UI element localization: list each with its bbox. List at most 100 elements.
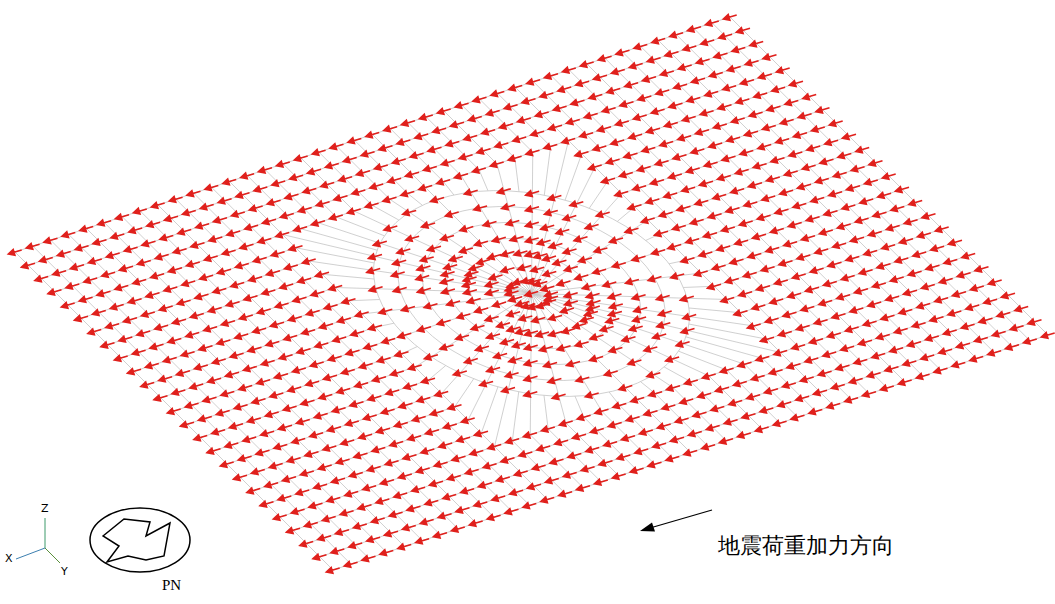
mesh-line: [512, 392, 518, 441]
load-arrow: [48, 289, 62, 295]
load-arrow: [425, 354, 438, 360]
load-arrow: [243, 366, 256, 372]
mesh-line: [28, 30, 743, 265]
mesh-line: [254, 420, 469, 491]
load-arrow: [563, 215, 576, 221]
load-arrow: [553, 260, 566, 266]
load-arrow: [590, 428, 603, 434]
load-arrow: [594, 247, 607, 253]
load-arrow: [265, 411, 278, 417]
mesh-line: [495, 294, 532, 447]
load-arrow: [594, 75, 608, 81]
load-arrow: [186, 332, 199, 338]
load-arrow: [383, 197, 397, 203]
load-arrow: [169, 197, 182, 203]
mesh-line: [498, 93, 551, 146]
load-arrow: [713, 123, 726, 129]
load-arrow: [632, 294, 645, 300]
load-arrow: [417, 288, 430, 294]
load-arrow: [740, 150, 753, 156]
mesh-line: [140, 211, 458, 529]
load-arrow: [477, 259, 491, 265]
load-arrow: [524, 345, 537, 351]
load-arrow: [690, 219, 703, 225]
load-arrow: [752, 304, 765, 310]
load-arrow: [705, 91, 718, 97]
load-arrow: [589, 94, 602, 100]
load-arrow: [762, 125, 775, 131]
load-arrow: [275, 373, 289, 379]
mesh-line: [108, 274, 323, 345]
mesh-line: [479, 170, 488, 191]
mesh-line: [481, 387, 498, 433]
load-arrow: [164, 286, 177, 292]
mesh-line: [95, 261, 310, 332]
load-arrow: [150, 344, 164, 350]
load-arrow: [106, 323, 119, 329]
mesh-line: [214, 380, 429, 451]
load-arrow: [298, 278, 311, 284]
load-arrow: [477, 148, 491, 154]
load-arrow: [683, 45, 696, 51]
mesh-line: [532, 294, 755, 327]
load-arrow: [322, 516, 335, 522]
load-arrow: [243, 436, 256, 442]
load-arrow: [602, 107, 615, 113]
load-arrow: [537, 445, 550, 451]
load-arrow: [806, 216, 819, 222]
load-arrow: [373, 241, 386, 247]
load-arrow: [539, 346, 553, 352]
load-arrow: [1023, 338, 1036, 344]
mesh-line: [372, 205, 399, 220]
load-arrow: [815, 248, 828, 254]
load-arrow: [770, 228, 783, 234]
load-arrow: [603, 282, 616, 288]
load-arrow: [155, 325, 168, 331]
load-arrow: [575, 274, 589, 280]
load-arrow: [532, 465, 545, 471]
load-arrow: [523, 503, 536, 509]
load-arrow: [624, 153, 638, 159]
load-arrow: [925, 335, 938, 341]
load-arrow: [895, 257, 908, 263]
load-arrow: [426, 429, 440, 435]
load-arrow: [628, 204, 642, 210]
load-arrow: [239, 385, 252, 391]
load-arrow: [727, 137, 740, 143]
load-arrow: [851, 166, 864, 172]
load-arrow: [575, 341, 589, 347]
load-arrow: [301, 400, 315, 406]
load-arrow: [699, 251, 712, 257]
load-arrow: [240, 244, 254, 250]
load-arrow: [613, 403, 626, 409]
load-arrow: [298, 207, 311, 213]
load-arrow: [369, 286, 382, 292]
load-arrow: [763, 54, 777, 60]
load-arrow: [878, 193, 891, 199]
load-arrow: [381, 479, 395, 485]
load-arrow: [306, 310, 319, 316]
axis-label: Y: [61, 566, 68, 578]
load-arrow: [739, 220, 752, 226]
load-arrow: [401, 191, 414, 197]
load-arrow: [355, 382, 368, 388]
load-arrow: [876, 334, 889, 340]
mesh-line: [283, 235, 532, 294]
load-arrow: [177, 300, 190, 306]
load-arrow: [774, 279, 787, 285]
load-arrow: [626, 416, 639, 422]
mesh-line: [533, 82, 851, 400]
load-arrow: [376, 498, 389, 504]
load-arrow: [708, 284, 722, 290]
load-arrow: [733, 381, 746, 387]
load-arrow: [670, 32, 683, 38]
mesh-ring: [374, 191, 690, 397]
load-arrow: [819, 300, 832, 306]
load-arrow: [619, 385, 632, 391]
load-arrow: [194, 364, 207, 370]
load-arrow: [719, 34, 732, 40]
load-arrow: [212, 358, 225, 364]
load-arrow: [196, 223, 209, 229]
load-arrow: [702, 444, 715, 450]
load-arrow: [495, 142, 508, 148]
